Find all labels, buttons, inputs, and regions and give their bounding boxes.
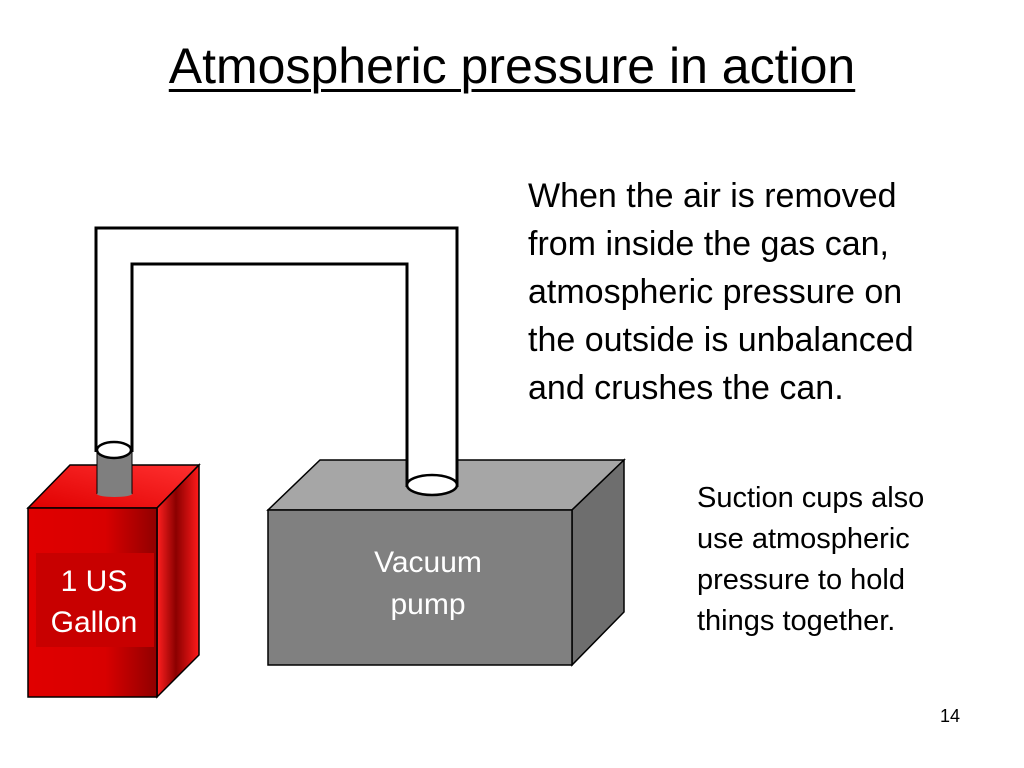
vacuum-pump: Vacuum pump: [266, 458, 626, 667]
side-text-line: pressure to hold: [697, 564, 905, 596]
main-text-line: from inside the gas can,: [528, 225, 889, 263]
slide-title-text: Atmospheric pressure in action: [168, 38, 856, 94]
side-text-line: Suction cups also: [697, 482, 925, 514]
pump-front-face: [267, 509, 573, 666]
side-text-line: use atmospheric: [697, 523, 910, 555]
hose-outer-wall: [94, 226, 459, 487]
slide-title: Atmospheric pressure in action: [0, 36, 1024, 96]
slide-number: 14: [939, 706, 961, 726]
hose-pump-end: [405, 473, 459, 497]
main-text-line: and crushes the can.: [528, 369, 844, 407]
gas-can: 1 US Gallon: [26, 463, 201, 699]
can-label-line-1: 1 US: [61, 565, 128, 598]
hose-can-end: [95, 440, 133, 460]
pump-label-line-1: Vacuum: [374, 546, 482, 579]
main-text-line: atmospheric pressure on: [528, 273, 903, 311]
pump-label-line-2: pump: [390, 588, 465, 621]
main-explanation: When the air is removed from inside the …: [528, 172, 998, 412]
suction-cup-note: Suction cups also use atmospheric pressu…: [697, 478, 997, 642]
vacuum-hose: [94, 226, 459, 497]
hose-inner-wall: [130, 262, 409, 487]
side-text-line: things together.: [697, 605, 896, 637]
main-text-line: the outside is unbalanced: [528, 321, 914, 359]
main-text-line: When the air is removed: [528, 177, 897, 215]
can-label-line-2: Gallon: [51, 606, 138, 639]
hose-body: [96, 228, 457, 487]
can-label-panel: [36, 553, 154, 647]
